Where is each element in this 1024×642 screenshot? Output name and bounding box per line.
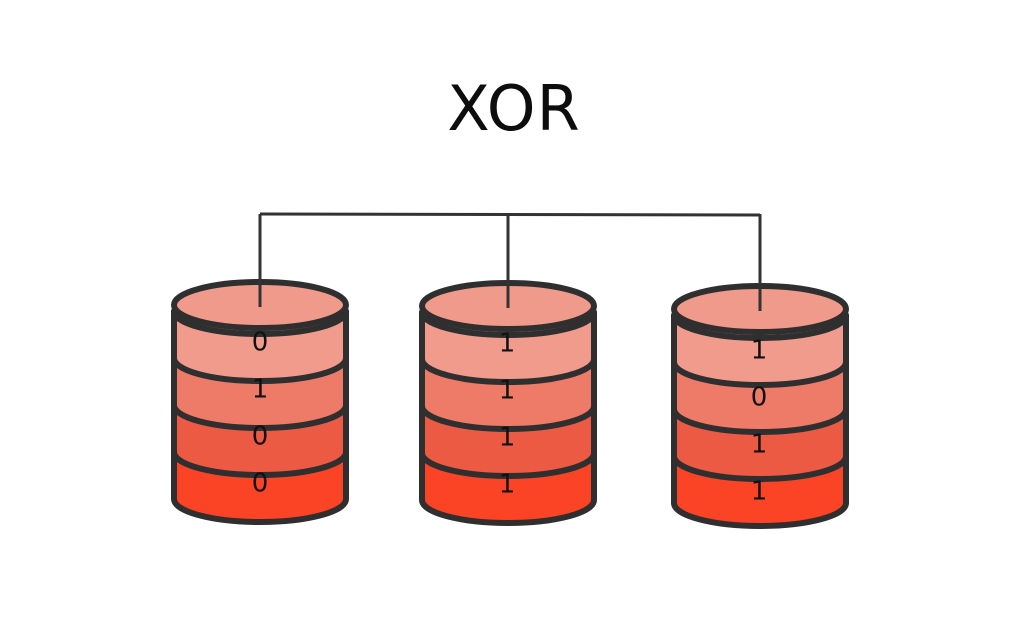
disk-1-cap-rim <box>171 310 349 337</box>
disk-3: 1 0 1 1 <box>671 283 849 529</box>
disk-2: 1 1 1 1 <box>419 280 597 526</box>
disk-1-bit-3: 0 <box>252 422 269 452</box>
disk-array: 0 1 0 0 1 1 1 1 1 0 1 1 <box>171 279 849 529</box>
connector-bus <box>259 212 761 217</box>
disk-2-bit-1: 1 <box>499 329 516 359</box>
connector-lines <box>258 212 762 311</box>
disk-3-bit-1: 1 <box>751 336 768 366</box>
disk-3-bit-4: 1 <box>751 477 768 507</box>
disk-1: 0 1 0 0 <box>171 279 349 525</box>
disk-1-bit-1: 0 <box>252 328 269 358</box>
disk-2-bit-3: 1 <box>499 423 516 453</box>
disk-3-cap-rim <box>671 314 849 341</box>
disk-2-bit-4: 1 <box>499 470 516 500</box>
disk-2-cap-rim <box>419 311 597 338</box>
disk-1-bit-2: 1 <box>252 375 269 405</box>
diagram-title: XOR <box>447 72 581 145</box>
disk-1-bit-4: 0 <box>252 469 269 499</box>
disk-2-bit-2: 1 <box>499 376 516 406</box>
disk-3-bit-3: 1 <box>751 430 768 460</box>
disk-3-bit-2: 0 <box>751 383 768 413</box>
